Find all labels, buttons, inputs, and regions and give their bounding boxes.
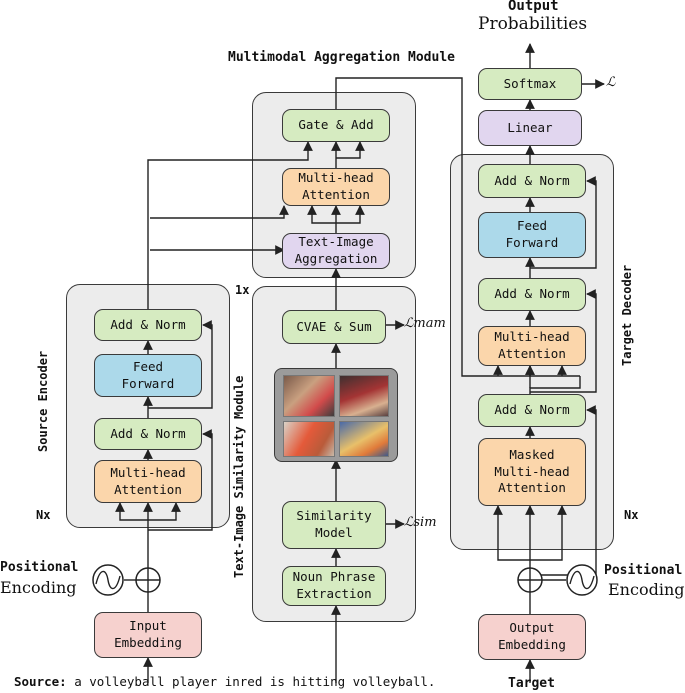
noun-phrase-extraction: Noun Phrase Extraction bbox=[282, 566, 386, 606]
output-embedding: Output Embedding bbox=[478, 614, 586, 660]
gate-add: Gate & Add bbox=[282, 109, 390, 142]
target-label: Target bbox=[508, 676, 555, 691]
volleyball-photo-1 bbox=[283, 375, 335, 417]
encoder-repeat: Nx bbox=[36, 508, 51, 522]
encoder-encoding-label: Encoding bbox=[0, 578, 77, 597]
text-image-aggregation: Text-Image Aggregation bbox=[282, 233, 390, 269]
decoder-multi-head-attention: Multi-head Attention bbox=[478, 326, 586, 366]
softmax: Softmax bbox=[478, 68, 582, 100]
masked-multi-head-attention: Masked Multi-head Attention bbox=[478, 438, 586, 506]
tism-label: Text-Image Similarity Module bbox=[232, 375, 246, 578]
encoder-positional-label: Positional bbox=[0, 560, 79, 575]
volleyball-photo-2 bbox=[339, 375, 389, 417]
encoder-feed-forward: Feed Forward bbox=[94, 354, 202, 397]
similarity-loss: ℒsim bbox=[404, 515, 437, 530]
output-title: Output bbox=[508, 0, 559, 14]
decoder-add-norm-bottom: Add & Norm bbox=[478, 394, 586, 427]
volleyball-photo-3 bbox=[283, 421, 335, 457]
softmax-loss: ℒ bbox=[606, 75, 616, 90]
decoder-add-norm-mid: Add & Norm bbox=[478, 278, 586, 311]
image-grid bbox=[274, 368, 398, 462]
cvae-loss: ℒmam bbox=[404, 316, 446, 331]
similarity-model: Similarity Model bbox=[282, 501, 386, 549]
decoder-repeat: Nx bbox=[624, 508, 639, 522]
mam-title: Multimodal Aggregation Module bbox=[228, 50, 455, 65]
decoder-add-norm-top: Add & Norm bbox=[478, 164, 586, 198]
output-subtitle: Probabilities bbox=[478, 14, 588, 34]
decoder-positional-label: Positional bbox=[604, 563, 683, 578]
source-label: Source: bbox=[14, 674, 67, 689]
mam-repeat: 1x bbox=[235, 283, 250, 297]
volleyball-photo-4 bbox=[339, 421, 389, 457]
encoder-add-norm-bottom: Add & Norm bbox=[94, 418, 202, 450]
decoder-feed-forward: Feed Forward bbox=[478, 212, 586, 258]
encoder-add-norm-top: Add & Norm bbox=[94, 309, 202, 341]
input-embedding: Input Embedding bbox=[94, 612, 202, 658]
source-encoder-label: Source Encoder bbox=[36, 350, 50, 452]
decoder-encoding-label: Encoding bbox=[608, 580, 685, 599]
source-sentence: Source: a volleyball player inred is hit… bbox=[14, 674, 435, 689]
linear: Linear bbox=[478, 110, 582, 146]
source-text: a volleyball player inred is hitting vol… bbox=[66, 674, 436, 689]
cvae-sum: CVAE & Sum bbox=[282, 310, 386, 344]
mam-multi-head-attention: Multi-head Attention bbox=[282, 168, 390, 206]
target-decoder-label: Target Decoder bbox=[620, 264, 634, 366]
encoder-multi-head-attention: Multi-head Attention bbox=[94, 460, 202, 503]
